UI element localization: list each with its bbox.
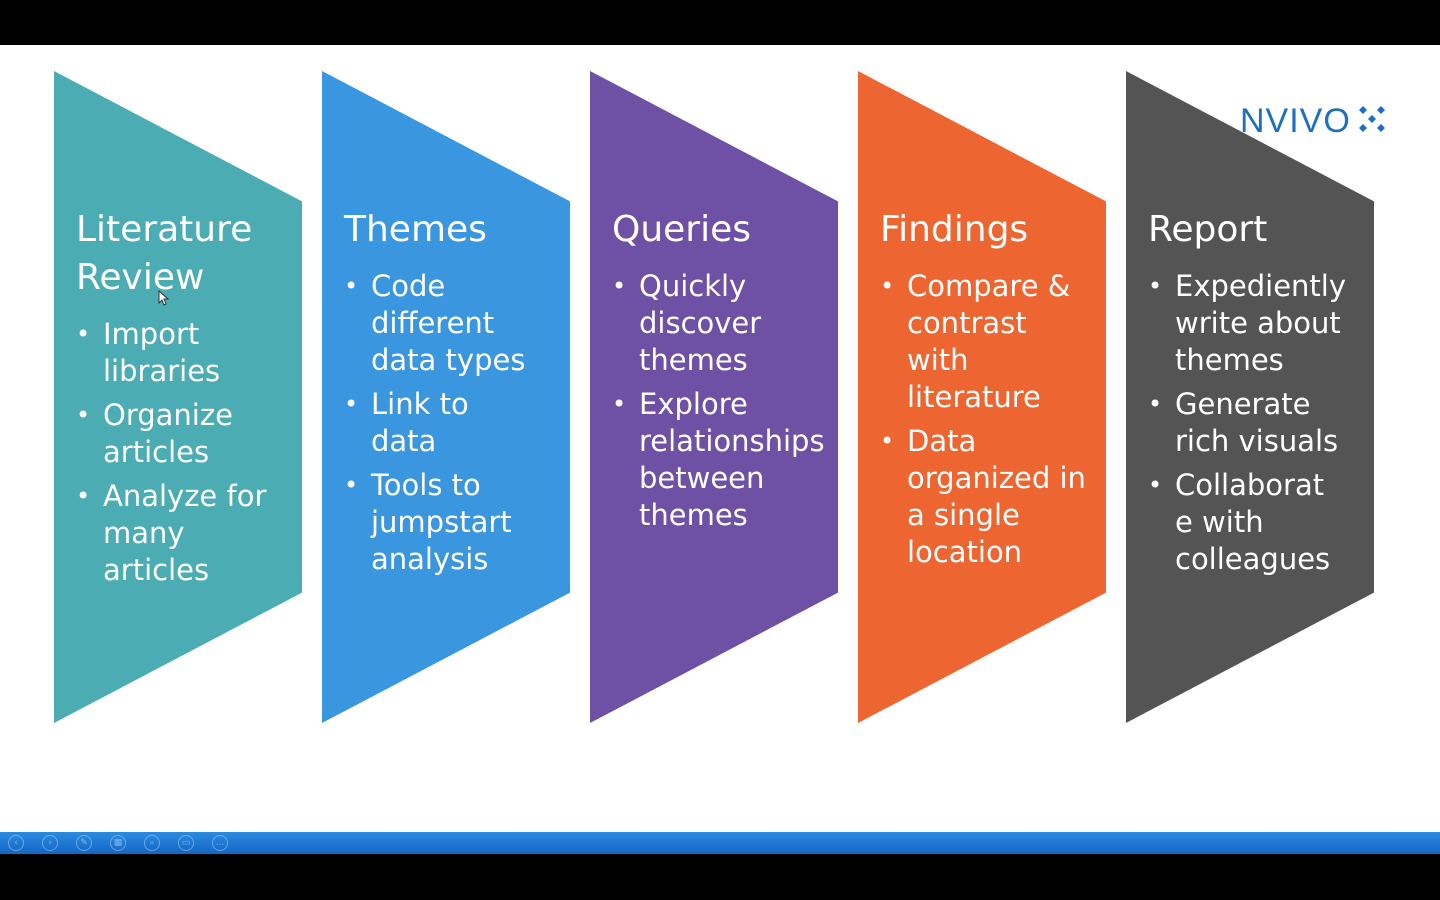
logo-text: NVIVO — [1240, 101, 1351, 140]
mouse-cursor-icon — [158, 290, 170, 306]
slides-icon[interactable]: ▦ — [110, 835, 126, 851]
next-icon[interactable]: › — [42, 835, 58, 851]
more-icon[interactable]: ... — [212, 835, 228, 851]
letterbox-top — [0, 0, 1440, 45]
subtitles-icon[interactable]: ▭ — [178, 835, 194, 851]
pen-icon[interactable]: ✎ — [76, 835, 92, 851]
panel-title: Themes — [344, 209, 487, 250]
previous-icon[interactable]: ‹ — [8, 835, 24, 851]
letterbox-bottom — [0, 854, 1440, 900]
panel-title: Queries — [612, 209, 752, 250]
nvivo-mark-icon — [1358, 106, 1385, 132]
nvivo-logo: NVIVO — [1240, 101, 1389, 141]
panel-findings: Findings Compare &contrastwithliterature… — [858, 71, 1106, 723]
presentation-control-bar: ‹ › ✎ ▦ ⌕ ▭ ... — [0, 832, 1440, 854]
panel-title: Findings — [880, 209, 1029, 250]
panel-title: Report — [1148, 209, 1268, 250]
zoom-icon[interactable]: ⌕ — [144, 835, 160, 851]
